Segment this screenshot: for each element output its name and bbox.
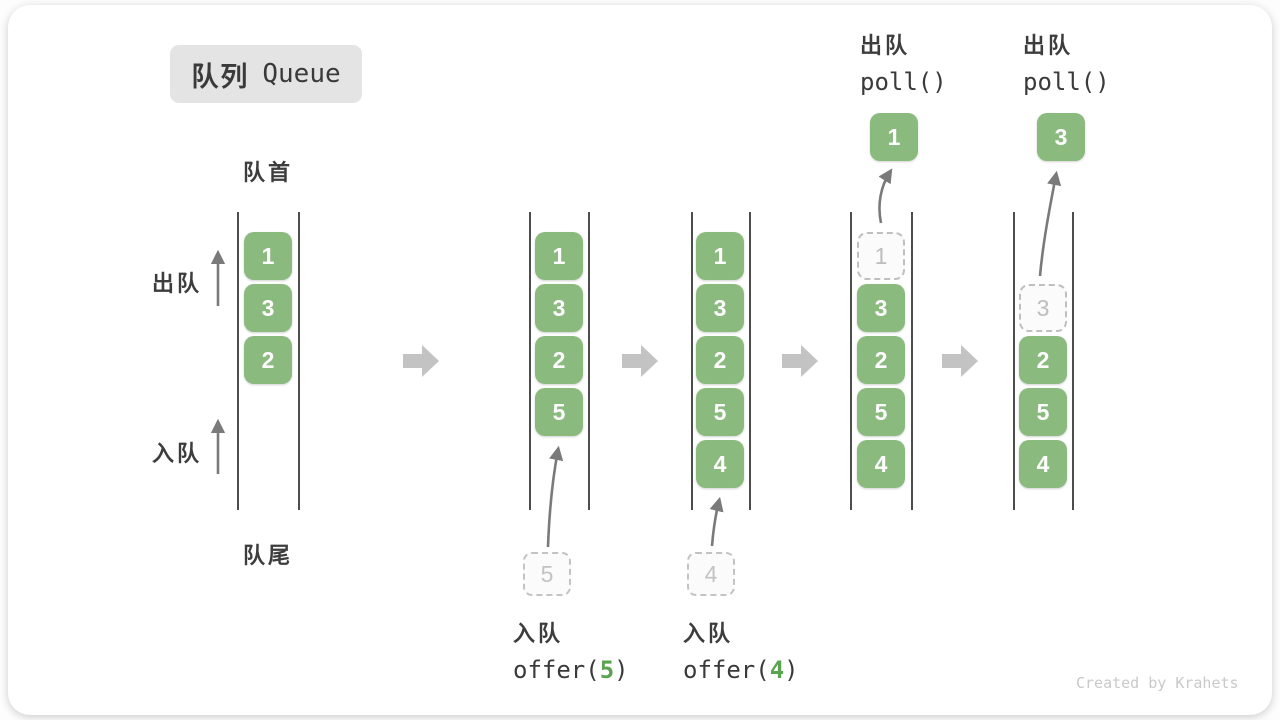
label-enqueue-side: 入队 — [152, 441, 203, 466]
queue-cell: 2 — [535, 336, 583, 384]
queue-wall — [850, 212, 852, 510]
queue-wall — [298, 212, 300, 510]
label-queue-rear: 队尾 — [242, 543, 293, 568]
op-label-code: poll() — [860, 68, 947, 96]
code-post: ) — [614, 656, 629, 684]
title-badge: 队列 Queue — [170, 45, 362, 103]
queue-wall — [237, 212, 239, 510]
op-label-zh: 出队 — [1023, 33, 1074, 58]
queue-cell: 3 — [857, 284, 905, 332]
queue-wall — [749, 212, 751, 510]
op-dequeue-poll-2: 出队 poll() — [1023, 28, 1110, 96]
op-label-zh: 出队 — [860, 33, 911, 58]
queue-cell: 4 — [696, 440, 744, 488]
op-label-zh: 入队 — [683, 621, 734, 646]
op-label-zh: 入队 — [513, 621, 564, 646]
queue-cell: 2 — [244, 336, 292, 384]
queue-wall — [1072, 212, 1074, 510]
queue-cell: 2 — [696, 336, 744, 384]
queue-cell: 5 — [696, 388, 744, 436]
queue-cell: 5 — [535, 388, 583, 436]
code-pre: offer( — [513, 656, 600, 684]
queue-cell: 5 — [857, 388, 905, 436]
removed-cell-placeholder: 3 — [1019, 284, 1067, 332]
queue-wall — [691, 212, 693, 510]
watermark: Created by Krahets — [1076, 674, 1239, 692]
label-dequeue-side: 出队 — [152, 271, 203, 296]
queue-cell: 3 — [535, 284, 583, 332]
extracted-element-box: 3 — [1037, 113, 1085, 161]
queue-cell: 4 — [857, 440, 905, 488]
queue-cell: 5 — [1019, 388, 1067, 436]
queue-wall — [588, 212, 590, 510]
label-queue-front: 队首 — [242, 160, 293, 185]
op-label-code: offer(5) — [513, 656, 629, 684]
queue-cell: 1 — [244, 232, 292, 280]
op-dequeue-poll-1: 出队 poll() — [860, 28, 947, 96]
queue-wall — [529, 212, 531, 510]
code-post: ) — [784, 656, 799, 684]
code-pre: offer( — [683, 656, 770, 684]
removed-cell-placeholder: 1 — [857, 232, 905, 280]
op-label-code: offer(4) — [683, 656, 799, 684]
queue-cell: 1 — [696, 232, 744, 280]
incoming-element-box: 4 — [687, 552, 735, 596]
queue-wall — [1013, 212, 1015, 510]
extracted-element-box: 1 — [870, 113, 918, 161]
code-arg: 4 — [769, 656, 785, 684]
code-arg: 5 — [599, 656, 615, 684]
incoming-element-box: 5 — [523, 552, 571, 596]
op-label-code: poll() — [1023, 68, 1110, 96]
queue-cell: 2 — [857, 336, 905, 384]
op-enqueue-offer-4: 入队 offer(4) — [683, 616, 799, 684]
queue-cell: 1 — [535, 232, 583, 280]
diagram-panel — [8, 5, 1272, 715]
queue-cell: 4 — [1019, 440, 1067, 488]
queue-cell: 3 — [244, 284, 292, 332]
queue-cell: 3 — [696, 284, 744, 332]
title-zh-label: 队列 — [191, 61, 250, 92]
queue-wall — [911, 212, 913, 510]
title-en-label: Queue — [262, 59, 341, 89]
op-enqueue-offer-5: 入队 offer(5) — [513, 616, 629, 684]
queue-cell: 2 — [1019, 336, 1067, 384]
